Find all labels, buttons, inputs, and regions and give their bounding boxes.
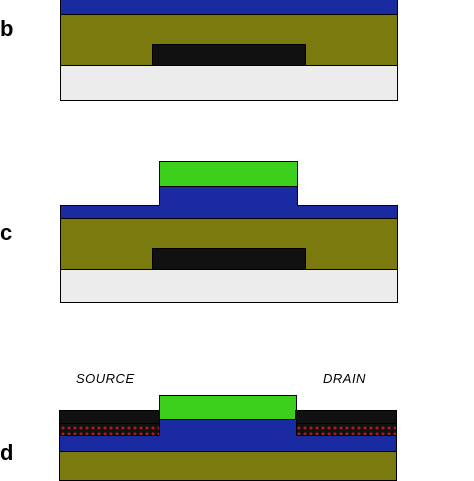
semiconductor-layer-b <box>60 0 398 15</box>
substrate-c <box>60 269 398 303</box>
mesa-join-d <box>160 434 296 437</box>
panel-label-b: b <box>0 16 14 41</box>
dielectric-layer-d <box>59 451 397 481</box>
resist-layer-d <box>159 395 297 420</box>
mesa-join-c <box>160 204 297 207</box>
drain-label: DRAIN <box>323 371 366 386</box>
substrate-b <box>60 65 398 101</box>
source-label: SOURCE <box>76 371 135 386</box>
gate-electrode-b <box>152 44 306 66</box>
panel-label-c: c <box>0 220 13 245</box>
gate-electrode-c <box>152 248 306 270</box>
resist-layer-c <box>159 161 298 187</box>
drain-contact-metal <box>295 410 397 424</box>
source-contact-metal <box>59 410 160 424</box>
panel-label-d: d <box>0 440 14 465</box>
source-contact-doped-layer <box>59 423 160 436</box>
